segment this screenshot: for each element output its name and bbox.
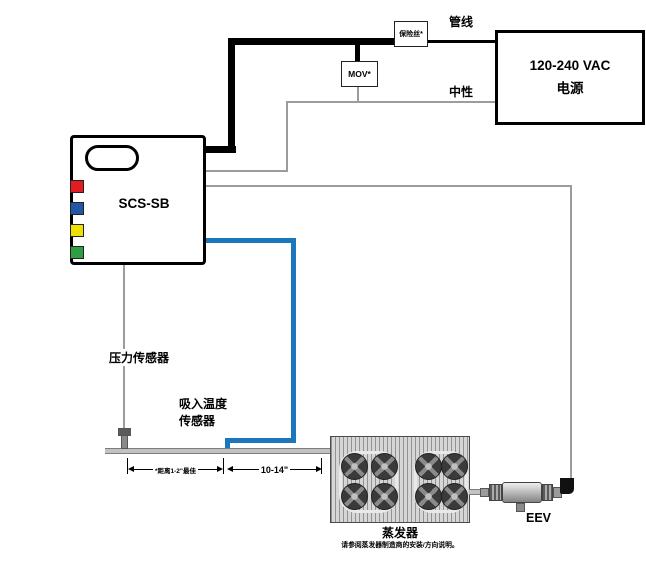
pressure-valve-cap bbox=[118, 428, 131, 436]
evaporator-unit bbox=[330, 436, 470, 523]
neutral-terminal-label: 中性 bbox=[449, 85, 474, 99]
pressure-valve-stem bbox=[121, 434, 128, 449]
eev-label: EEV bbox=[526, 511, 552, 525]
line-wire-seg-horizontal-top bbox=[228, 38, 396, 45]
dim-label-sensor-offset-text: *距离1-2"最佳 bbox=[152, 464, 198, 475]
pressure-sensor-cable bbox=[123, 265, 125, 432]
fuse-label: 保险丝* bbox=[399, 31, 423, 38]
pressure-sensor-label: 压力传感器 bbox=[107, 349, 172, 366]
power-supply-label: 电源 bbox=[556, 80, 584, 96]
suction-sensor-label: 吸入温度 传感器 bbox=[177, 396, 230, 430]
suction-cable-seg-vertical bbox=[291, 238, 296, 443]
fan-icon bbox=[341, 453, 368, 480]
eev-cable-elbow bbox=[560, 478, 574, 494]
eev-cable-vertical bbox=[570, 185, 572, 482]
fan-icon bbox=[371, 453, 398, 480]
dim-arrow-left2-icon bbox=[227, 466, 233, 472]
dim-label-evap-distance: 10-14" bbox=[227, 463, 322, 476]
controller-display bbox=[85, 145, 139, 171]
evaporator-label: 蒸发器 bbox=[381, 526, 418, 540]
power-supply-voltage: 120-240 VAC bbox=[529, 57, 611, 73]
fuse-box: 保险丝* bbox=[394, 21, 428, 47]
fan-icon bbox=[441, 483, 468, 510]
neutral-wire-seg-to-power bbox=[286, 101, 495, 103]
fan-icon bbox=[415, 483, 442, 510]
power-supply-box: 120-240 VAC 电源 bbox=[495, 30, 645, 125]
evaporator-note: 请参阅蒸发器制造商的安装/方向说明。 bbox=[341, 542, 459, 549]
eev-bottom-stub bbox=[516, 503, 525, 512]
dim-label-sensor-offset: *距离1-2"最佳 bbox=[127, 463, 224, 476]
mov-label: MOV* bbox=[348, 69, 371, 79]
suction-sensor-label-line2: 传感器 bbox=[179, 413, 216, 428]
mov-box: MOV* bbox=[341, 61, 378, 87]
suction-cable-stub bbox=[225, 438, 230, 454]
led-blue bbox=[70, 202, 84, 215]
eev-valve-body bbox=[502, 482, 542, 503]
dim-label-evap-distance-text: 10-14" bbox=[258, 464, 291, 475]
evaporator-coil-left bbox=[339, 451, 398, 513]
eev-coupling-left bbox=[489, 484, 502, 501]
suction-cable-seg-bottom bbox=[225, 438, 296, 443]
eev-coupling-right bbox=[542, 484, 553, 501]
led-green bbox=[70, 246, 84, 259]
fan-icon bbox=[415, 453, 442, 480]
dim-tick-middle bbox=[223, 458, 224, 474]
suction-cable-seg-out bbox=[206, 238, 296, 243]
dim-tick-left bbox=[127, 458, 128, 474]
line-wire-seg-vertical bbox=[228, 38, 235, 153]
mov-to-neutral-wire bbox=[357, 87, 359, 102]
led-yellow bbox=[70, 224, 84, 237]
fuse-to-power-wire bbox=[428, 40, 495, 43]
fan-icon bbox=[371, 483, 398, 510]
evap-outlet-pipe bbox=[469, 489, 482, 495]
controller-label: SCS-SB bbox=[118, 196, 170, 211]
mov-drop-wire bbox=[355, 45, 360, 62]
dim-arrow-left-icon bbox=[128, 466, 134, 472]
line-terminal-label: 管线 bbox=[449, 15, 474, 29]
suction-pipe bbox=[105, 448, 332, 454]
suction-sensor-label-line1: 吸入温度 bbox=[179, 397, 228, 411]
dim-arrow-right-icon bbox=[217, 466, 223, 472]
neutral-wire-seg-out bbox=[206, 170, 288, 172]
fan-icon bbox=[441, 453, 468, 480]
eev-cable-horizontal bbox=[206, 185, 572, 187]
line-wire-seg-horizontal-out bbox=[203, 146, 236, 153]
eev-inlet-fitting bbox=[480, 488, 489, 497]
evaporator-coil-right bbox=[414, 451, 468, 513]
fan-icon bbox=[341, 483, 368, 510]
led-red bbox=[70, 180, 84, 193]
neutral-wire-seg-vertical bbox=[286, 101, 288, 172]
dim-arrow-right2-icon bbox=[316, 466, 322, 472]
controller-box: SCS-SB bbox=[70, 135, 206, 265]
